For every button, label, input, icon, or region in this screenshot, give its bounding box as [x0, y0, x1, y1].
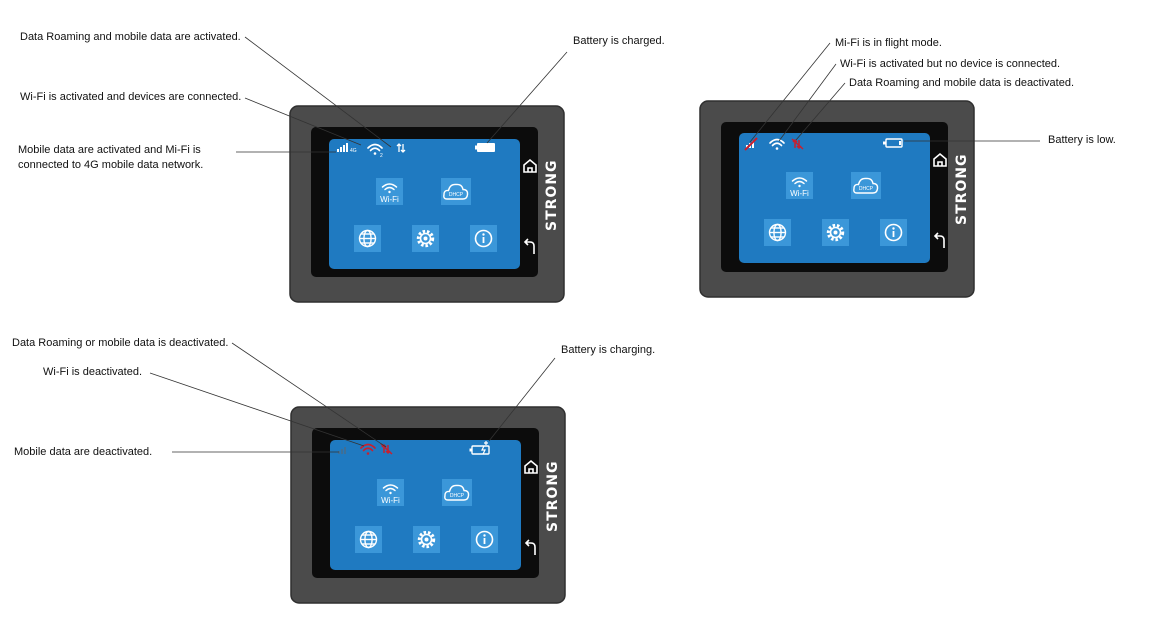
globe-icon: [768, 223, 787, 242]
home-icon: [523, 158, 537, 173]
battery-low-icon: [883, 138, 903, 148]
wifi-tile[interactable]: Wi-Fi: [376, 178, 403, 205]
info-icon: [475, 530, 494, 549]
data-transfer-icon: [396, 143, 406, 153]
info-tile[interactable]: [471, 526, 498, 553]
wifi-tile-label: Wi-Fi: [381, 496, 400, 505]
gear-icon: [826, 223, 845, 242]
leader-lines: [749, 42, 1040, 143]
dhcp-cloud-tile[interactable]: DHCP: [442, 479, 472, 506]
info-tile[interactable]: [880, 219, 907, 246]
callout-battery-charged: Battery is charged.: [573, 35, 665, 47]
settings-tile[interactable]: [822, 219, 849, 246]
callout-roaming-or-data-deactivated: Data Roaming or mobile data is deactivat…: [12, 337, 228, 349]
gear-icon: [416, 229, 435, 248]
back-arrow-icon: [524, 539, 536, 555]
settings-tile[interactable]: [413, 526, 440, 553]
gear-icon: [417, 530, 436, 549]
home-button[interactable]: [523, 158, 537, 173]
callout-battery-low: Battery is low.: [1048, 134, 1116, 146]
dhcp-tile-label: DHCP: [859, 186, 874, 192]
callout-roaming-activated: Data Roaming and mobile data are activat…: [20, 31, 241, 43]
callout-mobile-data-activated-1: Mobile data are activated and Mi-Fi is: [18, 144, 201, 156]
back-arrow-icon: [933, 232, 945, 248]
globe-tile[interactable]: [764, 219, 791, 246]
callout-mobile-data-activated-2: connected to 4G mobile data network.: [18, 159, 203, 171]
globe-tile[interactable]: [355, 526, 382, 553]
dhcp-tile-label: DHCP: [450, 493, 465, 499]
dhcp-cloud-tile[interactable]: DHCP: [851, 172, 881, 199]
back-button[interactable]: [523, 238, 535, 254]
signal-bars-off-icon: [338, 447, 346, 454]
globe-tile[interactable]: [354, 225, 381, 252]
globe-icon: [359, 530, 378, 549]
device-flight-mode-state: Wi-Fi DHCP: [699, 37, 1116, 298]
battery-full-icon: [475, 143, 495, 152]
brand-logo: STRONG: [545, 460, 561, 532]
info-tile[interactable]: [470, 225, 497, 252]
callout-wifi-no-device: Wi-Fi is activated but no device is conn…: [840, 58, 1060, 70]
back-arrow-icon: [523, 238, 535, 254]
leader-lines: [149, 342, 556, 453]
brand-logo: STRONG: [954, 153, 970, 225]
wifi-client-count: 2: [380, 153, 383, 159]
data-off-icon: [791, 138, 804, 150]
settings-tile[interactable]: [412, 225, 439, 252]
wifi-off-icon: [360, 443, 376, 455]
back-button[interactable]: [524, 539, 536, 555]
dhcp-cloud-tile[interactable]: DHCP: [441, 178, 471, 205]
leader-lines: [236, 36, 568, 153]
wifi-no-clients-icon: [769, 138, 785, 150]
wifi-connected-icon: [367, 143, 383, 155]
network-type-label: 4G: [350, 148, 357, 154]
callout-flight-mode: Mi-Fi is in flight mode.: [835, 37, 942, 49]
info-icon: [474, 229, 493, 248]
callout-wifi-deactivated: Wi-Fi is deactivated.: [43, 366, 142, 378]
wifi-tile-label: Wi-Fi: [380, 195, 399, 204]
signal-bars-icon: [337, 143, 348, 152]
home-button[interactable]: [524, 459, 538, 474]
brand-logo: STRONG: [544, 159, 560, 231]
callout-mobile-data-deactivated: Mobile data are deactivated.: [14, 446, 152, 458]
back-button[interactable]: [933, 232, 945, 248]
callout-wifi-connected: Wi-Fi is activated and devices are conne…: [20, 91, 241, 103]
callout-battery-charging: Battery is charging.: [561, 344, 655, 356]
globe-icon: [358, 229, 377, 248]
wifi-tile[interactable]: Wi-Fi: [786, 172, 813, 199]
flight-mode-icon: [744, 137, 758, 151]
device-normal-state: 4G 2 Wi-Fi DHCP: [18, 31, 665, 303]
callout-roaming-deactivated: Data Roaming and mobile data is deactiva…: [849, 77, 1074, 89]
dhcp-tile-label: DHCP: [449, 192, 464, 198]
wifi-tile[interactable]: Wi-Fi: [377, 479, 404, 506]
home-button[interactable]: [933, 152, 947, 167]
home-icon: [524, 459, 538, 474]
wifi-tile-label: Wi-Fi: [790, 189, 809, 198]
battery-charging-icon: [469, 441, 490, 455]
info-icon: [884, 223, 903, 242]
home-icon: [933, 152, 947, 167]
device-deactivated-state: Wi-Fi DHCP: [12, 337, 655, 604]
